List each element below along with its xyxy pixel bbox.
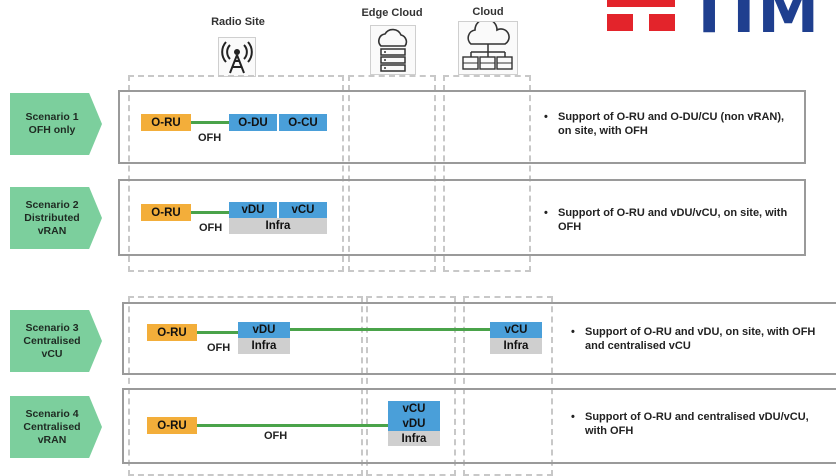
scenario-4-vcu: vCU bbox=[388, 401, 440, 416]
scenario-4-infra: Infra bbox=[388, 431, 440, 446]
scenario-4-description: •Support of O-RU and centralised vDU/vCU… bbox=[571, 411, 809, 437]
scenario-3-oru: O-RU bbox=[147, 324, 197, 341]
tim-logo-text: TIM bbox=[688, 0, 822, 47]
scenario-1-subtitle: OFH only bbox=[28, 124, 76, 136]
scenario-3-vcu: vCU bbox=[490, 322, 542, 338]
scenario-1-label: Scenario 1 OFH only bbox=[10, 93, 102, 155]
scenario-4-row bbox=[122, 388, 836, 464]
scenario-1-title: Scenario 1 bbox=[25, 111, 79, 123]
scenario-3-ofh-label: OFH bbox=[207, 342, 231, 354]
antenna-icon bbox=[218, 37, 256, 77]
scenario-3-title: Scenario 3 bbox=[25, 321, 79, 334]
scenario-1-ofh-label: OFH bbox=[198, 132, 222, 144]
radio-site-column-top bbox=[128, 75, 344, 272]
scenario-4-label: Scenario 4 Centralised vRAN bbox=[10, 396, 102, 458]
scenario-3-subtitle-2: vCU bbox=[41, 347, 63, 360]
scenario-2-vcu: vCU bbox=[279, 202, 327, 218]
scenario-4-oru: O-RU bbox=[147, 417, 197, 434]
edge-cloud-column-top bbox=[348, 75, 436, 272]
scenario-4-description-text: Support of O-RU and centralised vDU/vCU,… bbox=[585, 411, 809, 437]
scenario-2-vdu: vDU bbox=[229, 202, 277, 218]
scenario-1-description: •Support of O-RU and O-DU/CU (non vRAN),… bbox=[544, 111, 785, 137]
tim-logo-mark-left bbox=[607, 14, 633, 31]
scenario-3-vdu: vDU bbox=[238, 322, 290, 338]
scenario-2-subtitle: Distributed bbox=[24, 211, 80, 224]
scenario-2-ofh-label: OFH bbox=[199, 222, 223, 234]
edge-server-icon bbox=[370, 25, 416, 75]
scenario-3-infra-du: Infra bbox=[238, 338, 290, 354]
scenario-3-backhaul-link bbox=[290, 328, 490, 331]
scenario-4-ofh-link bbox=[197, 424, 388, 427]
scenario-1-odu: O-DU bbox=[229, 114, 277, 131]
scenario-4-vdu: vDU bbox=[388, 416, 440, 431]
scenario-3-infra-cu: Infra bbox=[490, 338, 542, 354]
scenario-4-ofh-label: OFH bbox=[264, 430, 288, 442]
scenario-1-row bbox=[118, 90, 806, 164]
scenario-1-ofh-link bbox=[191, 121, 229, 124]
scenario-2-ofh-link bbox=[191, 211, 229, 214]
scenario-2-row bbox=[118, 179, 806, 256]
scenario-2-description: •Support of O-RU and vDU/vCU, on site, w… bbox=[544, 207, 788, 233]
scenario-3-ofh-link bbox=[197, 331, 238, 334]
column-header-radio-site: Radio Site bbox=[211, 16, 265, 28]
cloud-network-icon bbox=[458, 18, 518, 75]
scenario-4-subtitle: Centralised bbox=[23, 420, 81, 433]
column-header-cloud: Cloud bbox=[472, 6, 504, 18]
scenario-1-description-text: Support of O-RU and O-DU/CU (non vRAN), … bbox=[558, 111, 785, 137]
scenario-4-subtitle-2: vRAN bbox=[37, 433, 67, 446]
scenario-2-infra: Infra bbox=[229, 218, 327, 234]
column-header-edge-cloud: Edge Cloud bbox=[361, 7, 423, 19]
scenario-1-oru: O-RU bbox=[141, 114, 191, 131]
scenario-2-subtitle-2: vRAN bbox=[37, 224, 67, 237]
cloud-column-top bbox=[443, 75, 531, 272]
scenario-1-ocu: O-CU bbox=[279, 114, 327, 131]
scenario-2-oru: O-RU bbox=[141, 204, 191, 221]
scenario-2-label: Scenario 2 Distributed vRAN bbox=[10, 187, 102, 249]
scenario-3-row bbox=[122, 302, 836, 375]
scenario-2-description-text: Support of O-RU and vDU/vCU, on site, wi… bbox=[558, 207, 788, 233]
scenario-3-subtitle: Centralised bbox=[23, 334, 81, 347]
tim-logo-mark-right bbox=[649, 14, 675, 31]
scenario-3-description: •Support of O-RU and vDU, on site, with … bbox=[571, 326, 816, 352]
scenario-2-title: Scenario 2 bbox=[25, 198, 79, 211]
scenario-4-title: Scenario 4 bbox=[25, 407, 79, 420]
scenario-3-description-text: Support of O-RU and vDU, on site, with O… bbox=[585, 326, 816, 352]
scenario-3-label: Scenario 3 Centralised vCU bbox=[10, 310, 102, 372]
tim-logo-mark-top bbox=[607, 0, 675, 7]
